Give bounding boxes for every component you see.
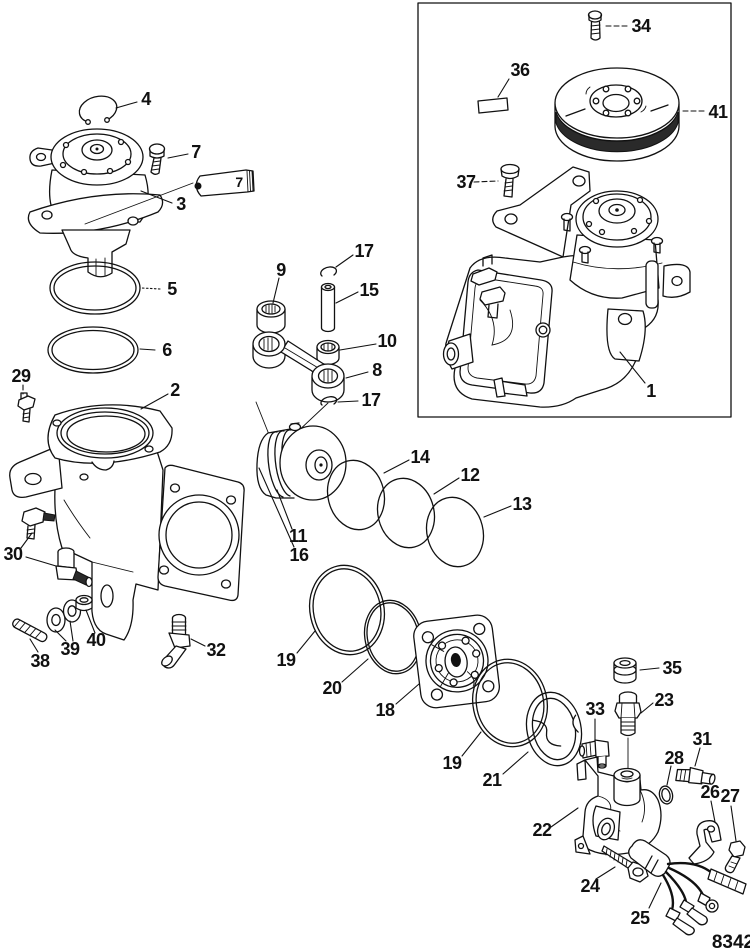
callout-7: 7 [191, 142, 201, 162]
callout-19b: 19 [442, 753, 462, 773]
drawing-number: 8342 [711, 932, 750, 952]
bearing-10-drawing [316, 339, 340, 366]
callout-17a: 17 [354, 241, 374, 261]
screw-7-drawing [148, 143, 166, 175]
o-ring-28-drawing [658, 785, 674, 805]
compressor-assembly-1-drawing [442, 166, 691, 408]
piston-ring-13-drawing [425, 496, 485, 568]
callout-32: 32 [206, 640, 226, 660]
callout-5: 5 [167, 279, 177, 299]
callout-18: 18 [375, 700, 395, 720]
callout-26: 26 [700, 782, 720, 802]
fitting-32-drawing [161, 613, 191, 669]
grommet-35-drawing [613, 657, 637, 684]
callout-14: 14 [410, 447, 430, 467]
callout-21: 21 [482, 770, 502, 790]
callout-17b: 17 [361, 390, 381, 410]
o-ring-19-lower-drawing [472, 658, 548, 748]
callout-33: 33 [585, 699, 605, 719]
callout-12: 12 [460, 465, 480, 485]
callout-10: 10 [377, 331, 397, 351]
fitting-29-drawing [17, 392, 36, 423]
callout-30: 30 [3, 544, 23, 564]
callout-9: 9 [276, 260, 286, 280]
callout-3: 3 [176, 194, 186, 214]
bolt-37-drawing [500, 163, 520, 198]
bearing-9-drawing [256, 300, 286, 334]
valve-plate-18-drawing [413, 614, 500, 709]
manifold-22-drawing [574, 756, 662, 856]
compressor-body-2-drawing [9, 404, 245, 641]
callout-20: 20 [322, 678, 342, 698]
callout-25: 25 [630, 908, 650, 928]
inset-box [417, 2, 732, 418]
decal-36-drawing [477, 97, 509, 114]
screw-34-drawing [587, 10, 603, 41]
bolt-27-drawing [724, 840, 746, 874]
callout-16: 16 [289, 545, 309, 565]
callout-11: 11 [288, 526, 308, 546]
callout-35: 35 [662, 658, 682, 678]
o-ring-19-upper-drawing [308, 564, 386, 656]
callout-40: 40 [86, 630, 106, 650]
o-ring-6-drawing [47, 326, 139, 374]
callout-31: 31 [692, 729, 712, 749]
piston-11-16-drawing [256, 422, 347, 501]
nut-40-drawing [75, 594, 93, 612]
leader-lines [20, 25, 737, 909]
callout-27: 27 [720, 786, 740, 806]
gasket-21-drawing [525, 691, 583, 767]
callout-38: 38 [30, 651, 50, 671]
callout-22: 22 [532, 820, 552, 840]
callout-24: 24 [580, 876, 600, 896]
callout-4: 4 [141, 89, 151, 109]
callout-19a: 19 [276, 650, 296, 670]
callout-28: 28 [664, 748, 684, 768]
snap-ring-4-drawing [78, 95, 118, 125]
sensor-25-drawing [628, 839, 747, 936]
sealant-tube-7-drawing [194, 169, 255, 197]
stud-38-drawing [12, 618, 48, 643]
head-assembly-3-drawing [27, 128, 164, 278]
callout-23: 23 [654, 690, 674, 710]
fitting-23-drawing [614, 691, 642, 769]
callout-29: 29 [11, 366, 31, 386]
callout-1: 1 [646, 381, 656, 401]
fork-clip-26-drawing [688, 820, 722, 865]
callout-36: 36 [510, 60, 530, 80]
callout-15: 15 [359, 280, 379, 300]
o-ring-5-drawing [49, 261, 141, 315]
callout-41: 41 [708, 102, 728, 122]
piston-pin-15-drawing [320, 282, 336, 333]
callout-6: 6 [162, 340, 172, 360]
fitting-33-drawing [578, 739, 610, 769]
callout-13: 13 [512, 494, 532, 514]
callout-37: 37 [456, 172, 476, 192]
fittings-30-drawing [21, 507, 93, 588]
callout-7-tube-print: 7 [235, 174, 243, 190]
callout-2: 2 [170, 380, 180, 400]
retaining-ring-17-lower-drawing [320, 396, 338, 406]
pulley-41-drawing [554, 67, 680, 162]
callout-39: 39 [60, 639, 80, 659]
callout-34: 34 [631, 16, 651, 36]
retaining-ring-17-upper-drawing [320, 266, 338, 277]
piston-ring-14-drawing [326, 459, 386, 531]
callout-8: 8 [372, 360, 382, 380]
fitting-31-drawing [675, 766, 716, 785]
connecting-rod-8-drawing [252, 331, 345, 403]
